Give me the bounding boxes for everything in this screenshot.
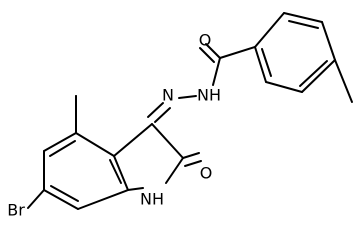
bromine-label: Br xyxy=(7,201,25,220)
chemical-structure-diagram: O NH N O NH Br xyxy=(7,12,353,220)
toluene-ring xyxy=(254,12,336,93)
indolinone-benzene-ring xyxy=(43,132,129,210)
amide-oxygen-label: O xyxy=(199,31,212,50)
amide-nh-bond xyxy=(212,57,221,86)
imine-nitrogen-label: N xyxy=(162,86,174,105)
toluene-methyl-bond xyxy=(334,59,353,103)
lactam-double-bond-b xyxy=(184,160,202,167)
carbonyl-double-bond-a xyxy=(205,43,221,59)
lactam-double-bond-a xyxy=(182,152,200,159)
carbonyl-bond xyxy=(219,46,256,59)
imine-bond-b xyxy=(147,102,164,118)
hydrazide-nh-label: NH xyxy=(197,86,221,105)
imine-bond-a xyxy=(154,107,171,123)
carbonyl-double-bond-b xyxy=(199,47,215,63)
ring-nh-label: NH xyxy=(140,190,164,209)
indolinone-ring xyxy=(113,123,184,191)
lactam-oxygen-label: O xyxy=(200,164,213,183)
nh-n-bond xyxy=(178,95,197,99)
bromine-bond xyxy=(27,189,45,209)
